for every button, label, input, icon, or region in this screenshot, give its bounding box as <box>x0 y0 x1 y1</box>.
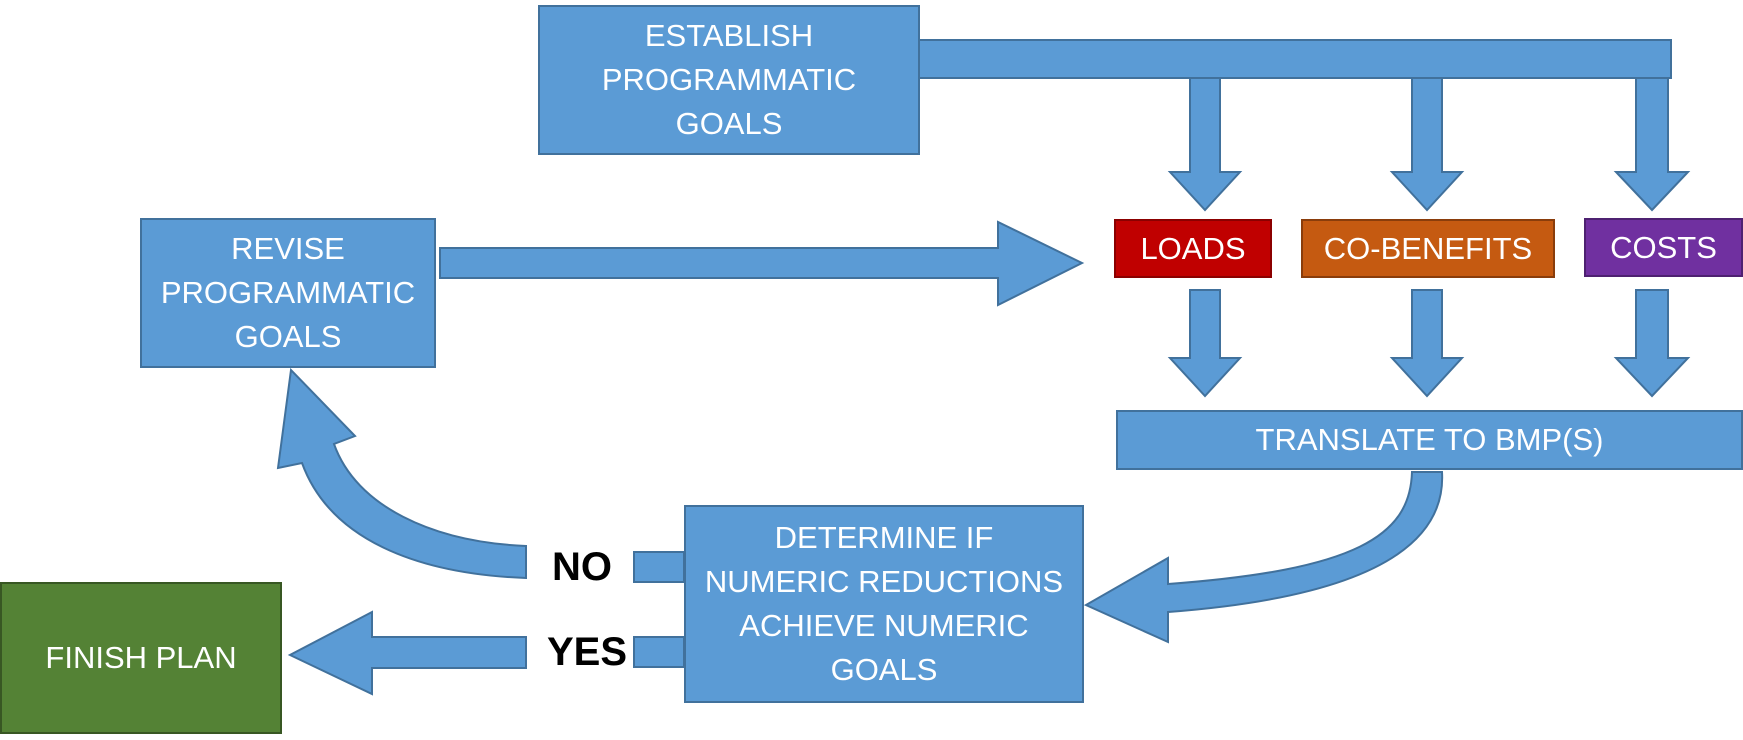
yes-connector <box>633 636 685 668</box>
co-benefits-box: CO-BENEFITS <box>1301 219 1555 278</box>
no-label: NO <box>552 545 612 589</box>
bus-connector <box>917 39 1672 79</box>
arrow-to-costs <box>1613 77 1691 212</box>
arrow-yes-to-finish <box>287 610 527 696</box>
loads-box: LOADS <box>1114 219 1272 278</box>
yes-label: YES <box>547 630 628 674</box>
revise-goals-box: REVISE PROGRAMMATIC GOALS <box>140 218 436 368</box>
arrow-co-benefits-to-translate <box>1389 289 1465 398</box>
no-connector <box>633 551 685 583</box>
arrow-no-to-revise <box>276 367 527 580</box>
determine-reductions-box: DETERMINE IF NUMERIC REDUCTIONS ACHIEVE … <box>684 505 1084 703</box>
establish-goals-box: ESTABLISH PROGRAMMATIC GOALS <box>538 5 920 155</box>
finish-plan-box: FINISH PLAN <box>0 582 282 734</box>
arrow-translate-to-determine <box>1083 471 1444 644</box>
arrow-to-co-benefits <box>1389 77 1465 212</box>
costs-box: COSTS <box>1584 218 1743 277</box>
arrow-to-loads <box>1167 77 1243 212</box>
arrow-costs-to-translate <box>1613 289 1691 398</box>
translate-bmps-box: TRANSLATE TO BMP(S) <box>1116 410 1743 470</box>
arrow-loads-to-translate <box>1167 289 1243 398</box>
arrow-revise-to-loads <box>439 220 1085 307</box>
